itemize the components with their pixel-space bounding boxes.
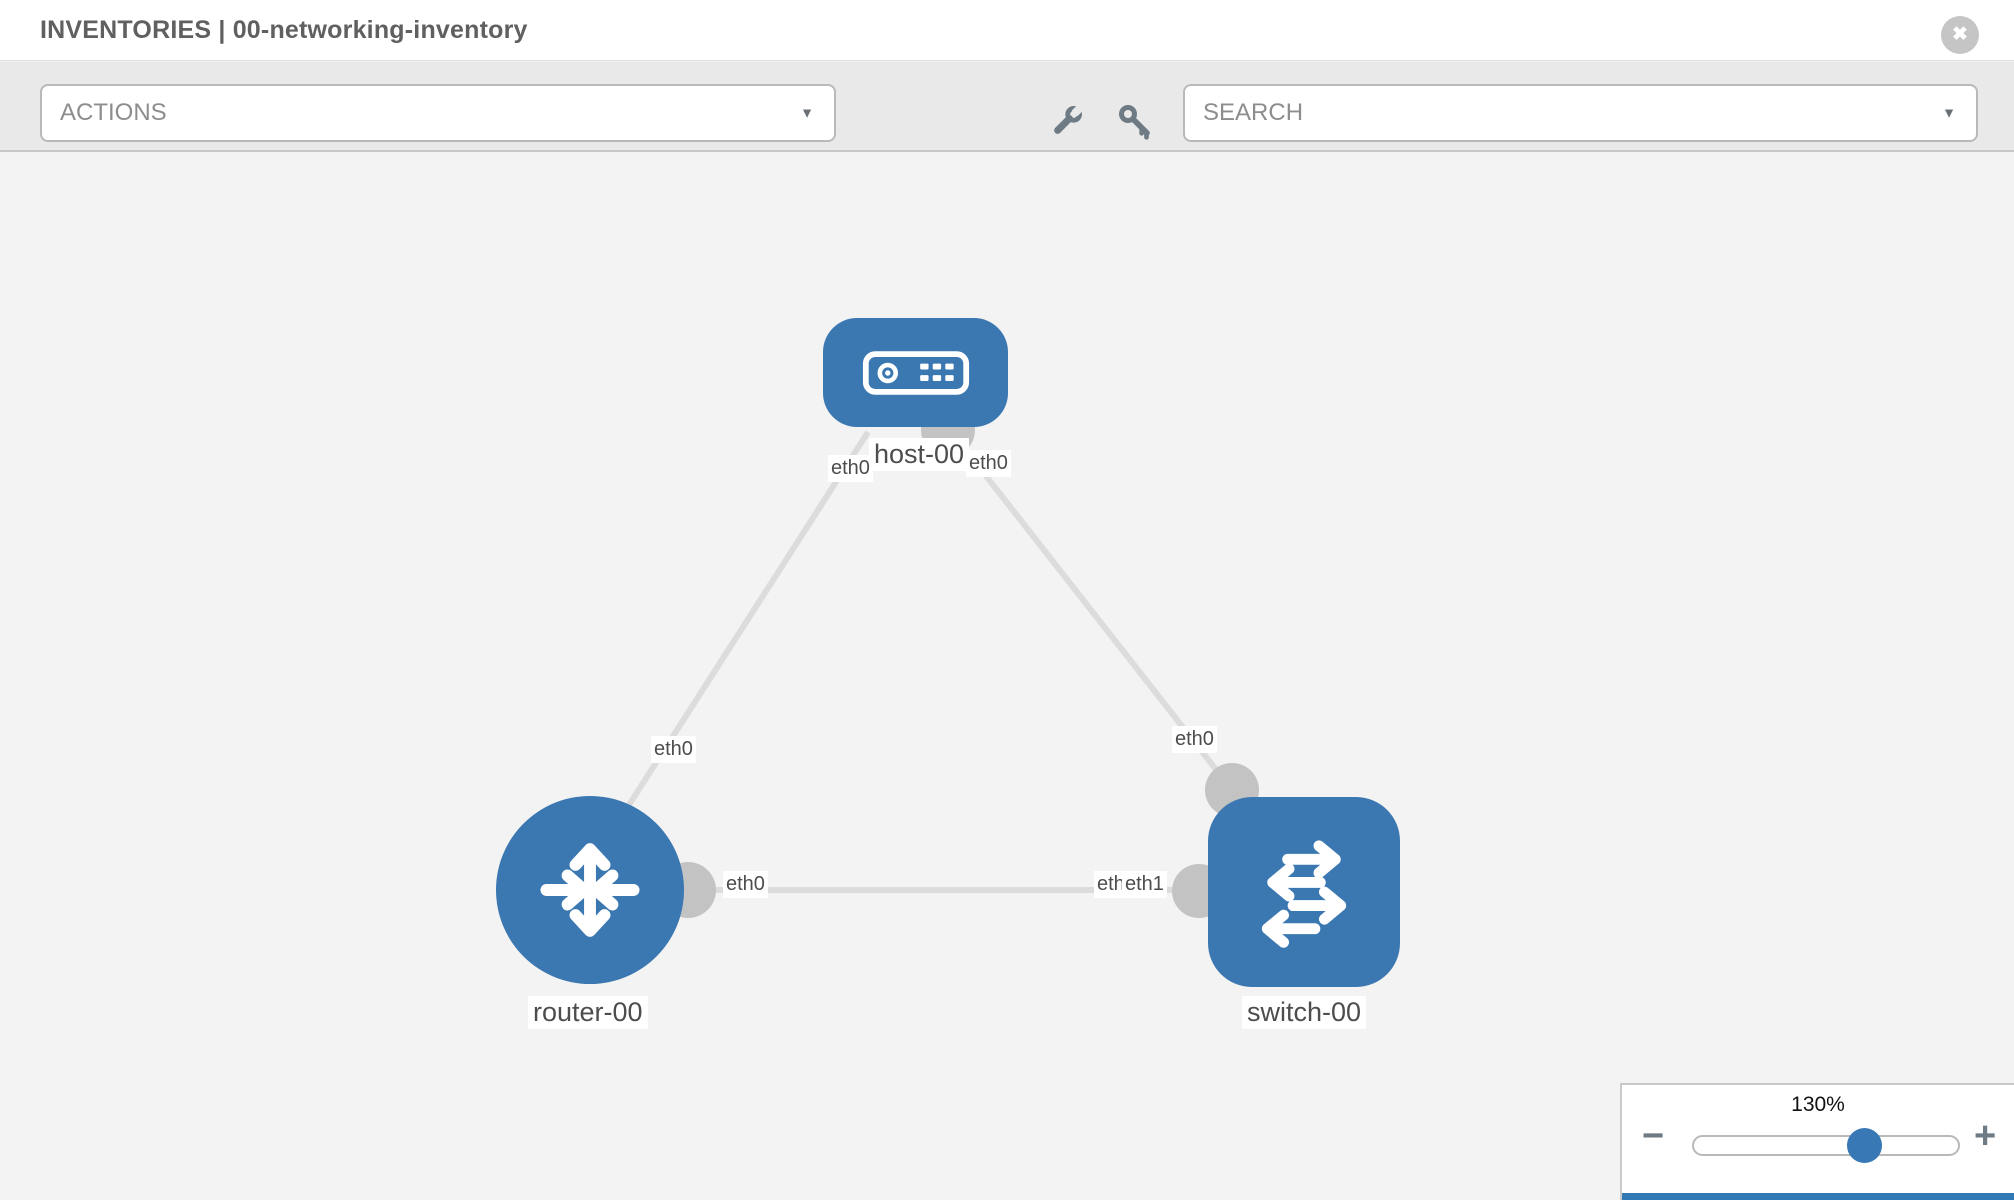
host-icon <box>862 350 969 395</box>
panel-bottom-strip <box>1622 1193 2014 1200</box>
iface-label-router-eth0-to-host: eth0 <box>651 736 696 763</box>
wrench-icon[interactable] <box>1046 102 1086 142</box>
actions-dropdown-label: ACTIONS <box>60 99 167 126</box>
node-label-switch: switch-00 <box>1242 996 1367 1029</box>
zoom-level-value: 130% <box>1791 1093 1845 1116</box>
iface-label-switch-eth1: eth1 <box>1122 871 1167 898</box>
node-switch-00[interactable] <box>1208 797 1400 987</box>
actions-dropdown[interactable]: ACTIONS ▼ <box>40 84 836 142</box>
node-host-00[interactable] <box>823 318 1008 427</box>
topology-links-layer <box>624 403 1259 918</box>
header-bar: INVENTORIES | 00-networking-inventory ✖ <box>0 0 2014 61</box>
iface-label-switch-eth0-to-host: eth0 <box>1172 726 1217 753</box>
chevron-down-icon: ▼ <box>1942 104 1956 121</box>
node-label-router: router-00 <box>528 996 648 1029</box>
chevron-down-icon: ▼ <box>800 104 814 121</box>
iface-label-router-eth0-to-switch: eth0 <box>723 871 768 898</box>
zoom-in-button[interactable]: + <box>1974 1115 1997 1157</box>
key-icon[interactable] <box>1116 102 1156 142</box>
toolbar: ACTIONS ▼ <box>0 62 2014 152</box>
iface-label-host-eth0-to-switch: eth0 <box>966 450 1011 477</box>
node-router-00[interactable] <box>496 796 684 984</box>
close-button[interactable]: ✖ <box>1941 16 1979 54</box>
close-icon: ✖ <box>1952 24 1968 45</box>
node-label-host: host-00 <box>869 438 970 471</box>
zoom-slider-thumb[interactable] <box>1847 1128 1882 1163</box>
zoom-out-button[interactable]: − <box>1642 1115 1665 1157</box>
zoom-slider-track[interactable] <box>1692 1135 1960 1156</box>
search-input-placeholder: SEARCH <box>1203 99 1304 126</box>
zoom-control-panel: 130% − + <box>1620 1083 2014 1200</box>
switch-icon <box>1261 840 1347 948</box>
iface-label-host-eth0-to-router: eth0 <box>828 455 873 482</box>
search-dropdown[interactable]: SEARCH ▼ <box>1183 84 1978 142</box>
router-icon <box>540 843 640 937</box>
page-title: INVENTORIES | 00-networking-inventory <box>40 16 528 44</box>
topology-canvas[interactable]: host-00 router-00 switch-00 eth0 eth0 et… <box>0 153 2014 1200</box>
